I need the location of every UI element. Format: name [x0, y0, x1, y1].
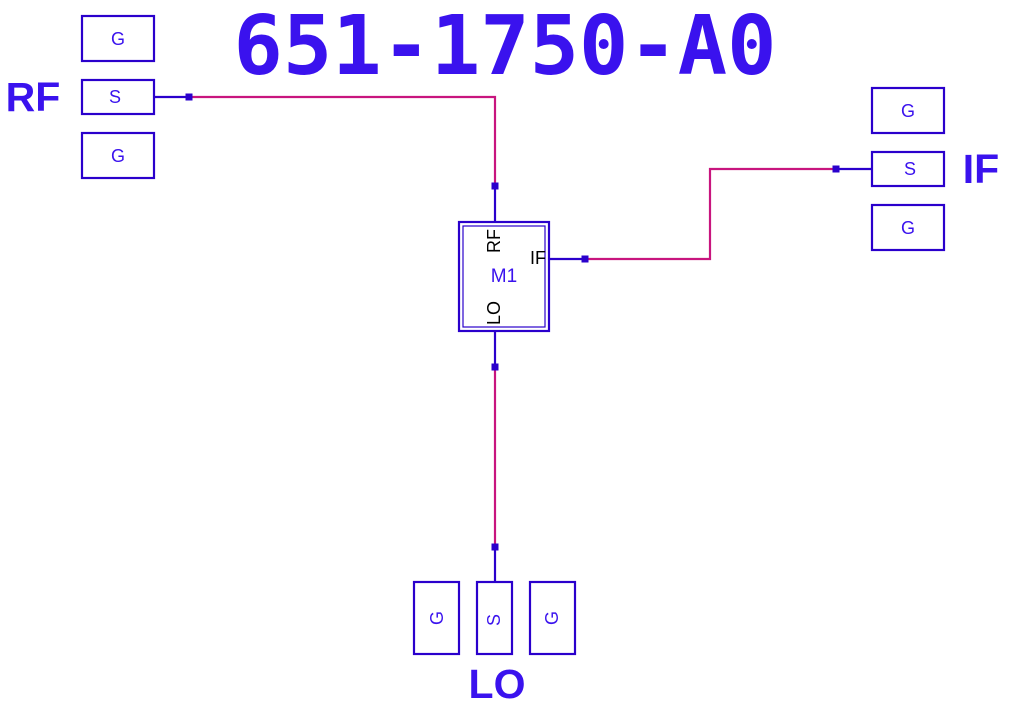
wires: [189, 95, 836, 547]
mixer-pin-lo-label: LO: [484, 301, 504, 325]
lo-pad-ground-right-label: G: [542, 611, 562, 625]
lo-pad-ground-left-label: G: [427, 611, 447, 625]
mixer-pin-rf-label: RF: [484, 229, 504, 253]
if-pad-signal-label: S: [904, 159, 916, 179]
if-port-label: IF: [963, 146, 999, 192]
lo-port-label: LO: [469, 661, 526, 704]
diagram-title: 651-1750-A0: [233, 0, 776, 94]
rf-pad-signal[interactable]: [80, 78, 156, 116]
rf-pad-ground-bottom-label: G: [111, 146, 125, 166]
junction-lo-pad: [491, 543, 499, 551]
wire-if: [585, 167, 836, 261]
junction-lo-mixer: [491, 363, 499, 371]
junctions: [185, 93, 840, 551]
junction-rf-mixer: [491, 182, 499, 190]
rf-pad-ground-top-label: G: [111, 29, 125, 49]
wire-rf: [189, 95, 497, 186]
if-pad-ground-bottom[interactable]: [870, 203, 946, 252]
rf-pad-signal-label: S: [109, 87, 121, 107]
if-pad-ground-top-label: G: [901, 101, 915, 121]
if-port: G S G IF: [870, 86, 999, 252]
rf-pad-ground-top[interactable]: [80, 14, 156, 63]
junction-if-pad: [832, 165, 840, 173]
stubs: [154, 95, 872, 582]
if-pad-ground-top[interactable]: [870, 86, 946, 135]
mixer-inner-box: [462, 225, 546, 328]
lo-pad-ground-right[interactable]: [528, 580, 577, 656]
lo-pad-signal[interactable]: [475, 580, 514, 656]
lo-pad-ground-left[interactable]: [412, 580, 461, 656]
if-pad-signal[interactable]: [870, 150, 946, 188]
mixer-outer-box: [457, 220, 551, 333]
rf-port: G S G RF: [6, 14, 156, 180]
if-pad-ground-bottom-label: G: [901, 218, 915, 238]
lo-port: G S G LO: [412, 580, 577, 704]
junction-if-mixer: [581, 255, 589, 263]
junction-rf-pad: [185, 93, 193, 101]
mixer-pin-if-label: IF: [530, 248, 546, 268]
rf-pad-ground-bottom[interactable]: [80, 131, 156, 180]
lo-pad-signal-label: S: [484, 614, 504, 626]
rf-port-label: RF: [6, 74, 61, 120]
mixer-m1[interactable]: RF IF LO M1: [457, 220, 551, 333]
mixer-reference-label: M1: [491, 266, 517, 287]
